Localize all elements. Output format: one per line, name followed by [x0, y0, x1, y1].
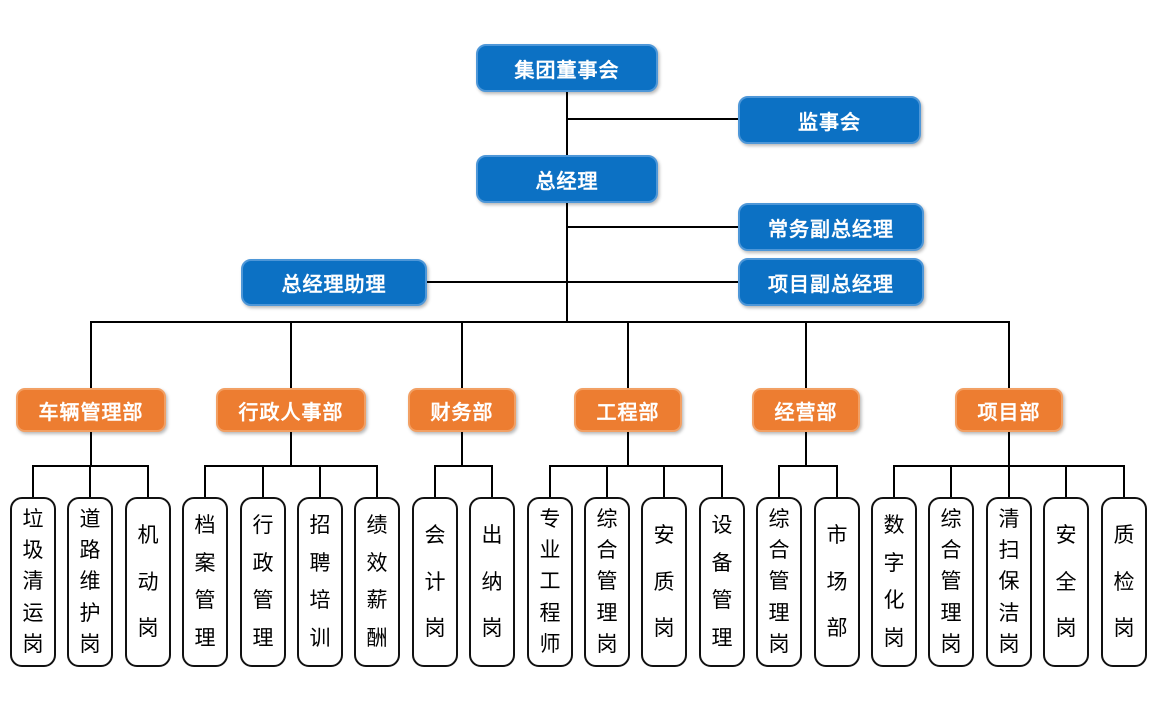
node-executive-deputy-gm: 常务副总经理: [738, 203, 924, 251]
connector-drop-pos: [1123, 465, 1125, 497]
connector-drop-pos: [893, 465, 895, 497]
position-market-department: 市场部: [814, 497, 860, 667]
connector-drop-pos: [204, 465, 206, 497]
dept-engineering: 工程部: [574, 388, 682, 432]
connector-dept6-subline: [1008, 432, 1010, 466]
dept-vehicle-management: 车辆管理部: [16, 388, 166, 432]
position-accounting: 会计岗: [412, 497, 458, 667]
connector-drop-dept4: [627, 322, 629, 388]
position-professional-engineer: 专业工程师: [527, 497, 573, 667]
position-cleaning: 清扫保洁岗: [986, 497, 1032, 667]
connector-drop-pos: [606, 465, 608, 497]
node-gm-assistant: 总经理助理: [241, 259, 427, 306]
dept-project: 项目部: [955, 388, 1063, 432]
connector-drop-pos: [1065, 465, 1067, 497]
position-general-management-proj: 综合管理岗: [928, 497, 974, 667]
node-board-of-directors: 集团董事会: [476, 44, 658, 92]
connector-drop-pos: [319, 465, 321, 497]
connector-board-to-gm: [566, 92, 568, 155]
position-safety-quality: 安质岗: [641, 497, 687, 667]
connector-drop-pos: [549, 465, 551, 497]
position-general-management-eng: 综合管理岗: [584, 497, 630, 667]
connector-drop-pos: [434, 465, 436, 497]
connector-to-supervisory: [567, 118, 738, 120]
connector-drop-dept3: [461, 322, 463, 388]
subline-dept2: [204, 465, 378, 467]
connector-drop-pos: [950, 465, 952, 497]
position-digitalization: 数字化岗: [871, 497, 917, 667]
connector-assistant-to-project-deputy-gm: [427, 281, 738, 283]
position-road-maintenance: 道路维护岗: [67, 497, 113, 667]
node-supervisory-board: 监事会: [738, 96, 921, 144]
connector-drop-dept5: [805, 322, 807, 388]
connector-dept2-subline: [290, 432, 292, 466]
connector-drop-dept2: [290, 322, 292, 388]
connector-dept3-subline: [461, 432, 463, 466]
dept-operations: 经营部: [752, 388, 860, 432]
position-archives-management: 档案管理: [182, 497, 228, 667]
position-mobile-post: 机动岗: [125, 497, 171, 667]
connector-drop-pos: [491, 465, 493, 497]
connector-drop-pos: [663, 465, 665, 497]
connector-drop-pos: [836, 465, 838, 497]
dept-finance: 财务部: [408, 388, 516, 432]
position-performance-compensation: 绩效薪酬: [354, 497, 400, 667]
node-project-deputy-gm: 项目副总经理: [738, 258, 924, 306]
position-administration: 行政管理: [240, 497, 286, 667]
connector-gm-to-mainline: [566, 203, 568, 322]
connector-drop-dept6: [1008, 322, 1010, 388]
dept-admin-hr: 行政人事部: [216, 388, 366, 432]
connector-drop-pos: [89, 465, 91, 497]
connector-main-distribution-line: [90, 321, 1010, 323]
position-safety: 安全岗: [1043, 497, 1089, 667]
position-quality-inspection: 质检岗: [1101, 497, 1147, 667]
connector-dept1-subline: [90, 432, 92, 466]
connector-drop-pos: [721, 465, 723, 497]
position-garbage-collection: 垃圾清运岗: [10, 497, 56, 667]
subline-dept4: [549, 465, 723, 467]
subline-dept3: [434, 465, 493, 467]
connector-drop-pos: [1008, 465, 1010, 497]
position-recruitment-training: 招聘培训: [297, 497, 343, 667]
position-equipment-management: 设备管理: [699, 497, 745, 667]
connector-drop-pos: [32, 465, 34, 497]
connector-drop-pos: [147, 465, 149, 497]
connector-dept4-subline: [627, 432, 629, 466]
connector-to-executive-deputy-gm: [567, 226, 738, 228]
position-general-management-ops: 综合管理岗: [756, 497, 802, 667]
connector-drop-pos: [376, 465, 378, 497]
subline-dept5: [778, 465, 838, 467]
position-cashier: 出纳岗: [469, 497, 515, 667]
node-general-manager: 总经理: [476, 155, 658, 203]
connector-dept5-subline: [805, 432, 807, 466]
connector-drop-pos: [778, 465, 780, 497]
connector-drop-pos: [262, 465, 264, 497]
connector-drop-dept1: [90, 322, 92, 388]
